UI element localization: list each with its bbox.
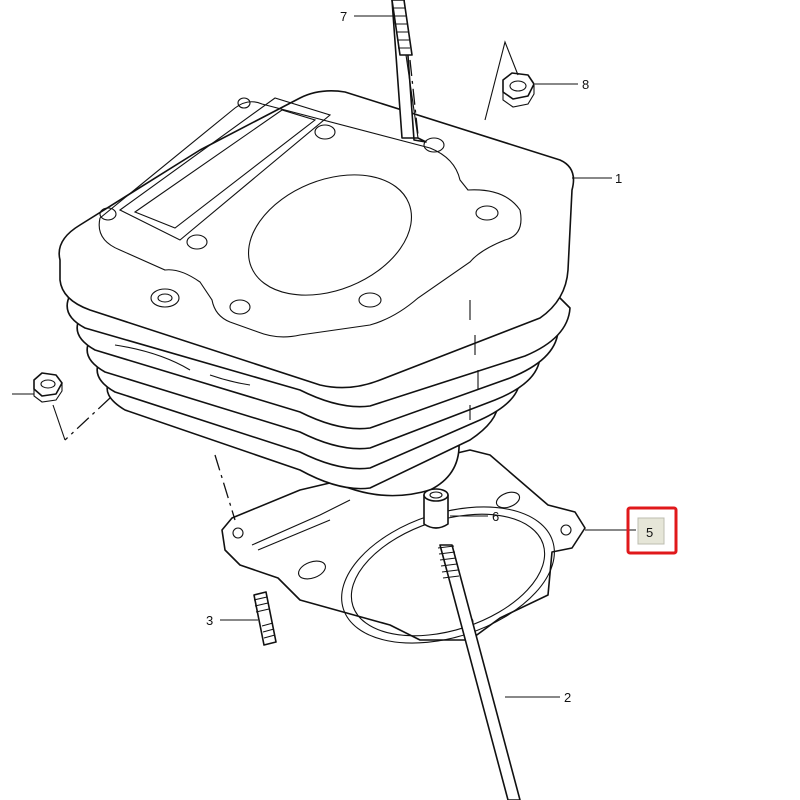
cylinder-block[interactable] — [58, 90, 575, 497]
callout-3[interactable]: 3 — [206, 613, 213, 628]
assembly-line-gasket — [214, 454, 236, 521]
base-gasket[interactable] — [221, 449, 586, 668]
highlight-label-box — [637, 517, 665, 545]
callout-5[interactable]: 5 — [646, 525, 653, 540]
callout-2[interactable]: 2 — [564, 690, 571, 705]
dowel-pin[interactable] — [423, 488, 449, 529]
assembly-line-top-stud — [409, 59, 419, 136]
assembly-line-left-nut — [64, 397, 111, 441]
callout-8[interactable]: 8 — [582, 77, 589, 92]
top-stud-bolt[interactable] — [391, 0, 427, 143]
callout-5-highlight[interactable]: 5 — [626, 506, 678, 555]
highlight-frame — [626, 506, 678, 555]
flange-nut-left[interactable] — [33, 372, 63, 403]
callout-7[interactable]: 7 — [340, 9, 347, 24]
long-stud-bolt[interactable] — [437, 544, 521, 800]
short-stud-bolt[interactable] — [253, 591, 277, 646]
callout-6[interactable]: 6 — [492, 509, 499, 524]
assembly-bracket-left-nut — [52, 404, 66, 441]
flange-nut-right[interactable] — [502, 72, 535, 108]
assembly-bracket-right-nut — [484, 40, 519, 121]
callout-1[interactable]: 1 — [615, 171, 622, 186]
